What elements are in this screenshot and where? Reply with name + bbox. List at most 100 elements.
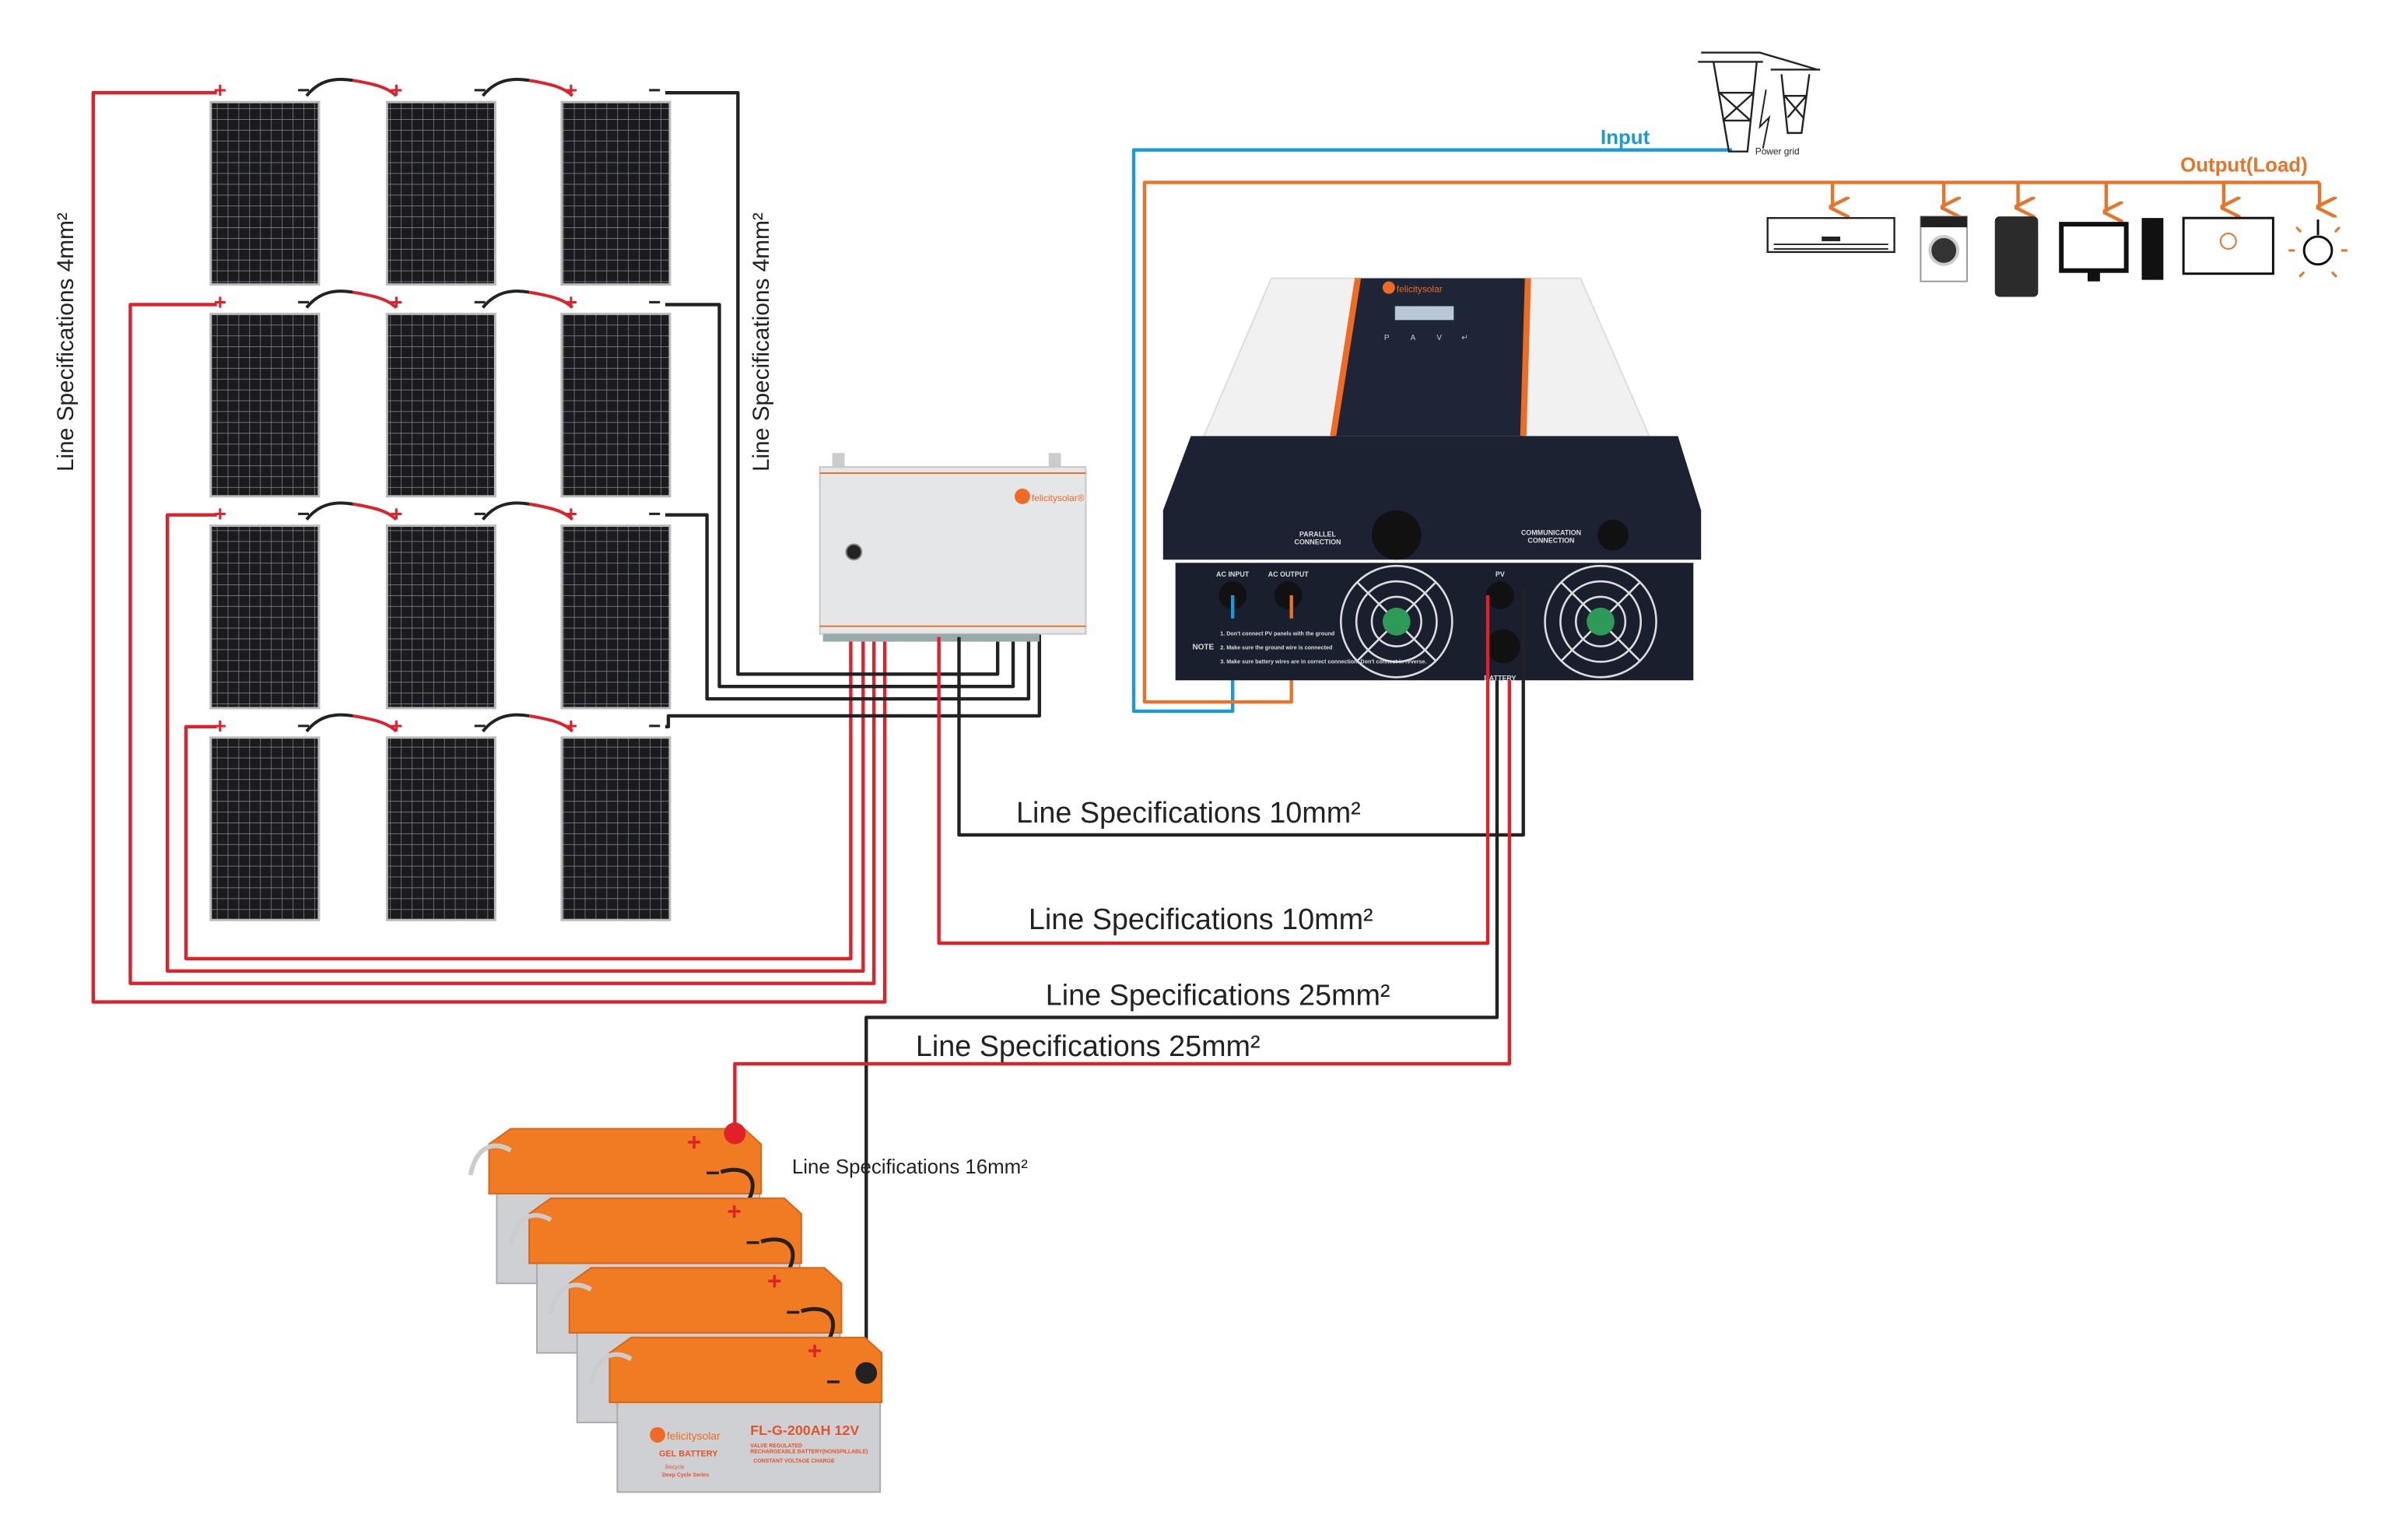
battery-port-label: BATTERY [1484,674,1516,682]
jumper-wire [352,79,398,97]
battery-plus-mark: + [767,1267,782,1295]
combiner-switch-icon[interactable] [845,543,863,561]
panel-minus-terminal: − [297,78,310,102]
solar-panel [385,736,496,921]
parallel-label-2: CONNECTION [1294,538,1341,545]
solar-panel [385,100,496,286]
ac-output-label: AC OUTPUT [1268,570,1310,578]
battery-desc-2: RECHARGEABLE BATTERY(NONSPILLABLE) [750,1450,868,1455]
ac-input-port [1219,581,1247,609]
battery-desc-1: VALVE REGULATED [750,1444,802,1449]
note-title: NOTE [1193,644,1215,652]
pc-tower-icon [2141,218,2164,280]
pv-label: PV [1496,570,1505,578]
air-conditioner-icon [1766,216,1895,254]
pv-port [1486,581,1514,609]
lcd-display [1394,306,1454,321]
battery-brand: felicitysolar [667,1429,721,1442]
battery-plus-mark: + [727,1198,742,1226]
panel-minus-terminal: − [297,714,310,738]
pv-right-line-spec: Line Specifications 4mm² [749,212,774,472]
jumper-wire [305,289,353,309]
battery-handle [588,1352,633,1384]
button-p[interactable]: P [1384,334,1390,342]
brand-logo-icon [1015,488,1030,504]
battery-black-line-spec: Line Specifications 25mm² [1046,979,1390,1012]
panel-plus-terminal: + [565,502,577,526]
load-drops [1832,182,2320,212]
battery-front-label: felicitysolar FL-G-200AH 12V VALVE REGUL… [650,1422,868,1479]
light-bulb-icon [2288,219,2348,278]
panel-minus-terminal: − [474,714,486,738]
solar-panel [209,736,321,921]
solar-panel [385,524,496,710]
panel-minus-terminal: − [474,78,486,102]
panel-plus-terminal: + [390,78,402,102]
solar-panel [209,100,321,286]
refrigerator-icon [1994,216,2039,297]
button-a[interactable]: A [1411,334,1416,342]
hybrid-inverter: felicitysolar P A V ↵ PARALLEL CONNECTIO… [1162,277,1702,682]
panel-minus-terminal: − [648,714,661,738]
battery-lid [488,1128,763,1194]
battery-plus-mark: + [687,1128,702,1156]
jumper-wire [305,501,353,521]
jumper-wire [352,502,398,521]
communication-label: COMMUNICATION [1521,528,1581,536]
solar-panel [560,736,672,921]
panel-plus-terminal: + [390,502,402,526]
battery-model: FL-G-200AH 12V [750,1422,859,1438]
output-label: Output(Load) [2180,155,2308,177]
jumper-wire [528,79,574,97]
jumper-wire [352,290,398,309]
battery-minus-mark: − [745,1228,760,1256]
panel-minus-terminal: − [297,289,310,314]
battery-charge-title: CONSTANT VOLTAGE CHARGE [753,1459,835,1465]
input-label: Input [1601,127,1650,149]
battery-type: GEL BATTERY [659,1450,718,1459]
button-enter[interactable]: ↵ [1461,334,1468,342]
battery-series: Deep Cycle Series [662,1473,709,1479]
jumper-wire [481,501,530,521]
inverter-brand: felicitysolar [1397,284,1443,295]
jumper-wire [481,77,530,97]
panel-minus-terminal: − [648,502,661,526]
pv-string-wires [91,91,1041,1004]
panel-plus-terminal: + [565,289,577,314]
battery-handle [549,1282,593,1315]
note-1: 1. Don't connect PV panels with the grou… [1220,631,1334,637]
combiner-box: felicitysolar® [819,453,1087,642]
battery-red-line-spec: Line Specifications 25mm² [916,1030,1261,1062]
battery-link-line-spec: Line Specifications 16mm² [792,1156,1028,1178]
panel-plus-terminal: + [214,289,226,314]
monitor-icon [2059,222,2129,282]
jumper-wire [352,714,398,733]
battery-bank: +−+−+−+− [468,1128,883,1493]
panel-minus-terminal: − [297,502,310,526]
solar-panel [385,312,496,498]
battery-plus-mark: + [808,1337,822,1365]
jumper-wire [305,713,353,733]
panel-plus-terminal: + [565,78,577,102]
jumper-wire [528,714,574,733]
solar-panel [560,100,672,286]
combiner-brand: felicitysolar® [1032,493,1085,503]
button-v[interactable]: V [1436,334,1442,342]
panel-plus-terminal: + [214,714,226,738]
solar-panel [209,524,321,710]
battery-handle [508,1212,552,1246]
cooling-fan-icon [1544,564,1657,679]
combiner-red-line-spec: Line Specifications 10mm² [1029,903,1373,935]
power-grid-tower-icon [1698,51,1821,153]
battery-lid [608,1336,883,1404]
washing-machine-icon [1920,216,1968,282]
communication-label-2: CONNECTION [1527,536,1574,544]
tv-icon [2182,216,2274,275]
note-2: 2. Make sure the ground wire is connecte… [1220,645,1332,651]
battery-positive-terminal [724,1122,746,1145]
parallel-label: PARALLEL [1299,530,1337,538]
solar-panel-array: +−+−+−+−+−+−+−+−+−+−+−+− [209,77,672,921]
panel-plus-terminal: + [565,714,577,738]
jumper-wire [528,502,574,521]
